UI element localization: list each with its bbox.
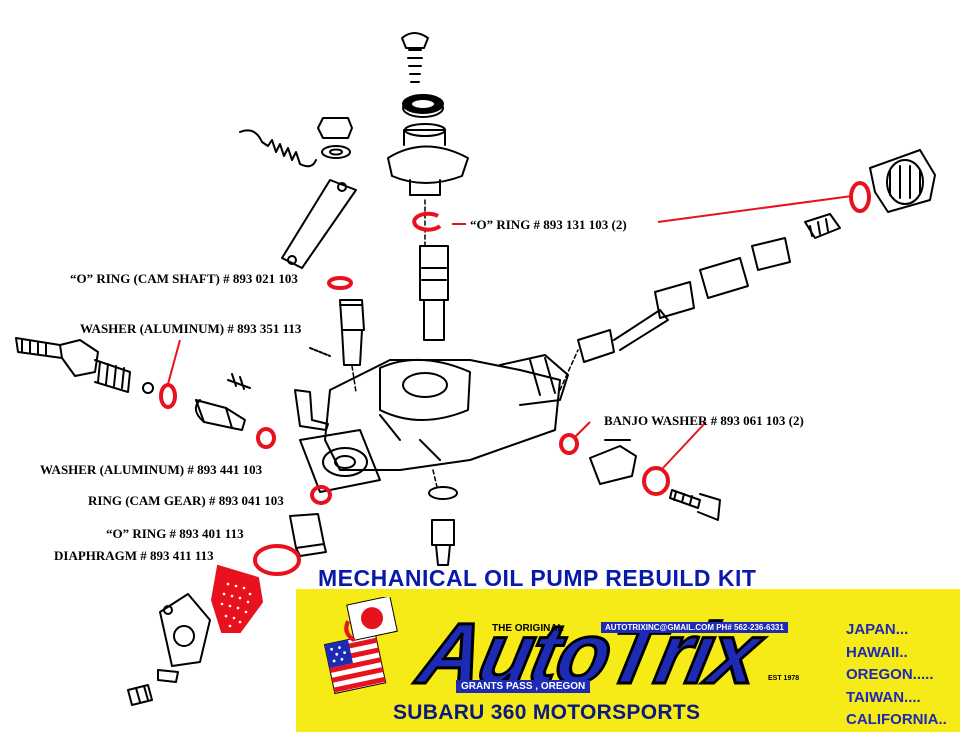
banjo-fitting <box>589 439 637 485</box>
o-ring-right-part <box>849 181 871 213</box>
page-title: MECHANICAL OIL PUMP REBUILD KIT <box>318 565 757 591</box>
cam-shaft <box>309 299 365 366</box>
label-o-ring-top: “O” RING # 893 131 103 (2) <box>470 217 627 232</box>
o-ring-lower-part <box>253 544 301 576</box>
left-fitting <box>15 337 154 394</box>
logo-established: EST 1978 <box>768 675 800 682</box>
leader-lines <box>167 195 853 469</box>
nut-washer-stack <box>317 117 353 159</box>
autotrix-banner: AutoTrix THE ORIGINAL AUTOTRIXINC@GMAIL.… <box>296 589 960 732</box>
center-shaft <box>419 245 449 341</box>
logo-tagline: THE ORIGINAL <box>492 623 564 634</box>
nozzle <box>194 399 246 431</box>
bottom-screws <box>127 669 179 706</box>
location-item: TAIWAN.... <box>846 688 921 706</box>
banner-subtitle: SUBARU 360 MOTORSPORTS <box>393 701 701 724</box>
ring-cam-gear-part <box>310 485 332 505</box>
label-o-ring-cam-shaft: “O” RING (CAM SHAFT) # 893 021 103 <box>70 271 298 286</box>
o-ring-cam-shaft-part <box>327 276 353 290</box>
location-list: JAPAN... HAWAII.. OREGON..... TAIWAN....… <box>846 619 947 732</box>
washer-aluminum-2-part <box>256 427 276 449</box>
location-item: OREGON..... <box>846 666 934 683</box>
label-diaphragm: DIAPHRAGM # 893 411 113 <box>54 548 214 563</box>
banjo-washer-right-part <box>642 466 670 496</box>
top-cover <box>387 123 469 196</box>
bracket <box>294 389 329 431</box>
small-bolt-left <box>227 373 251 390</box>
label-ring-cam-gear: RING (CAM GEAR) # 893 041 103 <box>88 493 284 508</box>
usa-japan-flag-logo <box>323 597 398 695</box>
link-arm <box>281 179 357 269</box>
contact-email-phone: AUTOTRIXINC@GMAIL.COM PH# 562-236-6331 <box>601 622 788 633</box>
lower-left-block <box>289 513 327 557</box>
guide-lines <box>351 199 579 488</box>
spring-top-left <box>239 129 317 168</box>
o-ring-top-part <box>412 211 442 232</box>
top-screw <box>401 32 429 83</box>
right-bolt <box>669 489 721 521</box>
cover-plate <box>159 593 211 667</box>
banjo-washer-left-part <box>559 433 579 455</box>
top-seal <box>402 94 444 118</box>
label-banjo-washer: BANJO WASHER # 893 061 103 (2) <box>604 413 804 428</box>
right-fittings <box>577 149 936 363</box>
location-item: CALIFORNIA.. <box>846 711 947 728</box>
label-washer-aluminum-2: WASHER (ALUMINUM) # 893 441 103 <box>40 462 263 477</box>
label-o-ring-lower: “O” RING # 893 401 113 <box>106 526 244 541</box>
lower-center-stack <box>428 486 458 566</box>
label-washer-aluminum-1: WASHER (ALUMINUM) # 893 351 113 <box>80 321 302 336</box>
location-item: JAPAN... <box>846 621 909 638</box>
pump-body <box>299 354 569 493</box>
diaphragm-part <box>210 564 264 633</box>
logo-city: GRANTS PASS , OREGON <box>456 680 591 693</box>
washer-aluminum-1-part <box>159 383 177 409</box>
location-item: HAWAII.. <box>846 643 908 661</box>
